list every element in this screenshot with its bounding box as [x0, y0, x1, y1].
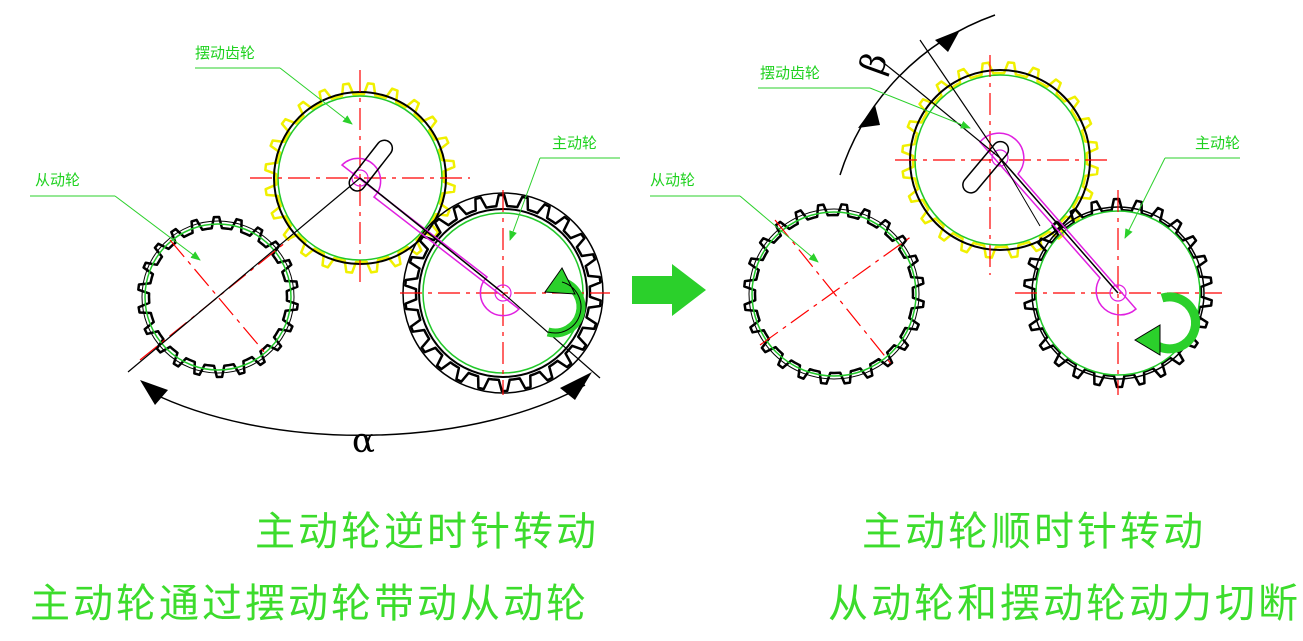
right-rotation-arrow-icon [1134, 292, 1201, 356]
left-label-driver: 主动轮 [552, 134, 597, 152]
gear-teeth [743, 203, 925, 385]
left-caption-line2: 主动轮通过摆动轮带动从动轮 [30, 581, 589, 627]
left-swing-gear [250, 70, 470, 285]
right-arrow-icon [632, 264, 706, 316]
gear-teeth [264, 82, 456, 274]
beta-symbol: β [852, 47, 896, 79]
right-driver-gear [1015, 190, 1222, 395]
left-swing-arm [340, 139, 521, 317]
left-label-swing-gear: 摆动齿轮 [195, 44, 255, 62]
right-angle-beta: β [839, 14, 1001, 176]
right-caption-line1: 主动轮顺时针转动 [862, 509, 1206, 555]
left-panel: α 摆动齿轮 从动轮 主动轮 主动轮逆时针转动 主动轮通过摆动轮带动从动轮 [30, 44, 620, 627]
left-driver-gear [400, 190, 610, 395]
left-labels: 摆动齿轮 从动轮 主动轮 [30, 44, 620, 261]
left-driven-gear [137, 215, 299, 379]
left-caption-line1: 主动轮逆时针转动 [255, 509, 599, 555]
right-labels: 摆动齿轮 从动轮 主动轮 [650, 64, 1240, 263]
right-panel: β 摆动齿轮 从动轮 主动轮 主动轮顺时针转动 从动轮和摆动轮动力切断 [650, 14, 1301, 627]
right-caption-line2: 从动轮和摆动轮动力切断 [828, 581, 1301, 627]
left-label-driven: 从动轮 [35, 171, 80, 189]
alpha-symbol: α [352, 421, 375, 461]
right-label-swing-gear: 摆动齿轮 [760, 64, 820, 82]
right-label-driven: 从动轮 [650, 171, 695, 189]
right-label-driver: 主动轮 [1195, 134, 1240, 152]
left-rotation-arrow-icon [544, 267, 586, 338]
left-angle-alpha: α [127, 177, 601, 461]
right-swing-arm [962, 132, 1138, 316]
right-driven-gear [743, 203, 925, 385]
